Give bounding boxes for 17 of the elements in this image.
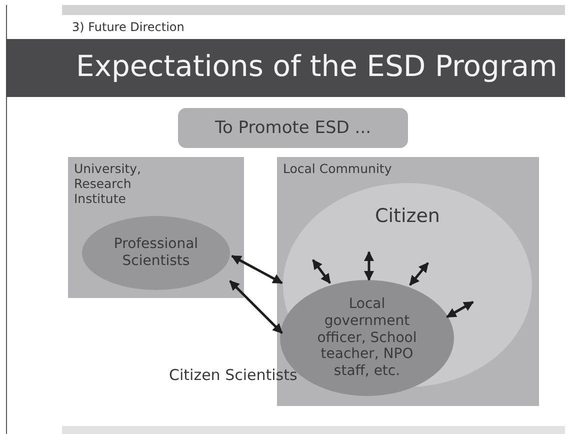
node-text: Local government officer, School teacher, NPO staff, etc. bbox=[316, 296, 418, 380]
node-text: Local Community bbox=[283, 161, 393, 176]
section-heading: 3) Future Direction bbox=[72, 20, 184, 34]
group-label: Citizen Scientists bbox=[169, 366, 298, 384]
title: Expectations of the ESD Program bbox=[76, 49, 558, 83]
double-arrow bbox=[231, 254, 283, 284]
double-arrow bbox=[229, 280, 283, 334]
node-text: To Promote ESD ... bbox=[214, 118, 372, 138]
node-text: University, Research Institute bbox=[74, 161, 142, 206]
double-arrow bbox=[364, 251, 374, 281]
callout-box bbox=[178, 108, 408, 148]
group-box bbox=[68, 157, 244, 298]
node-text: Citizen bbox=[374, 205, 441, 228]
double-arrow bbox=[409, 262, 429, 286]
double-arrow bbox=[312, 259, 331, 284]
double-arrow bbox=[446, 300, 474, 318]
node-text: Professional Scientists bbox=[112, 236, 200, 270]
